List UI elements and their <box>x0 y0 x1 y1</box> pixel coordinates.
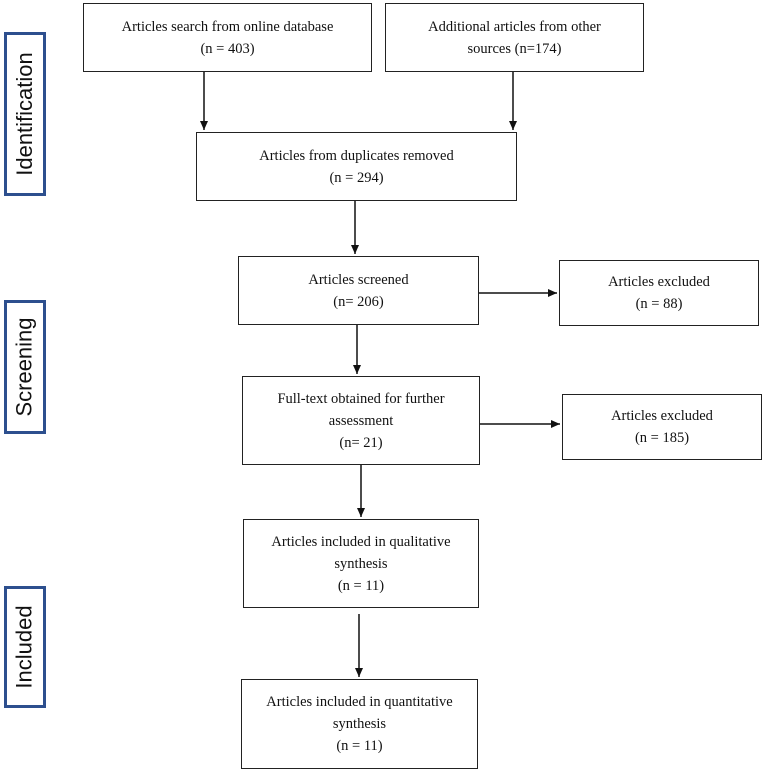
box-excluded-1: Articles excluded (n = 88) <box>559 260 759 326</box>
stage-identification: Identification <box>4 32 46 196</box>
box-quantitative-line2: synthesis <box>332 716 387 732</box>
box-fulltext-line1: Full-text obtained for further <box>277 390 445 407</box>
stage-included: Included <box>4 586 46 708</box>
box-fulltext-line2: assessment <box>328 412 394 429</box>
box-db-search-line2: (n = 403) <box>200 40 255 57</box>
box-fulltext-line3: (n= 21) <box>339 434 383 451</box>
box-screened-line1: Articles screened <box>308 271 409 288</box>
box-other-sources: Additional articles from other sources (… <box>385 3 644 72</box>
box-excluded-2-line2: (n = 185) <box>634 430 690 446</box>
box-excluded-1-line2: (n = 88) <box>635 296 683 312</box>
box-excluded-2: Articles excluded (n = 185) <box>562 394 762 460</box>
box-duplicates-removed: Articles from duplicates removed (n = 29… <box>196 132 517 201</box>
box-qualitative: Articles included in qualitative synthes… <box>243 519 479 608</box>
box-other-sources-line2: sources (n=174) <box>467 40 562 57</box>
box-excluded-1-line1: Articles excluded <box>608 274 710 290</box>
box-qualitative-line1: Articles included in qualitative <box>271 533 451 550</box>
stage-screening: Screening <box>4 300 46 434</box>
box-quantitative-line1: Articles included in quantitative <box>266 694 453 710</box>
box-duplicates-removed-line1: Articles from duplicates removed <box>259 147 454 164</box>
box-db-search-line1: Articles search from online database <box>121 18 334 35</box>
box-quantitative-line3: (n = 11) <box>336 738 383 754</box>
box-fulltext: Full-text obtained for further assessmen… <box>242 376 480 465</box>
box-other-sources-line1: Additional articles from other <box>428 18 601 35</box>
box-qualitative-line3: (n = 11) <box>337 577 385 594</box>
box-screened: Articles screened (n= 206) <box>238 256 479 325</box>
box-quantitative: Articles included in quantitative synthe… <box>241 679 478 769</box>
box-qualitative-line2: synthesis <box>334 555 388 572</box>
box-screened-line2: (n= 206) <box>333 293 384 310</box>
box-excluded-2-line1: Articles excluded <box>611 408 713 424</box>
box-duplicates-removed-line2: (n = 294) <box>329 169 384 186</box>
box-db-search: Articles search from online database (n … <box>83 3 372 72</box>
